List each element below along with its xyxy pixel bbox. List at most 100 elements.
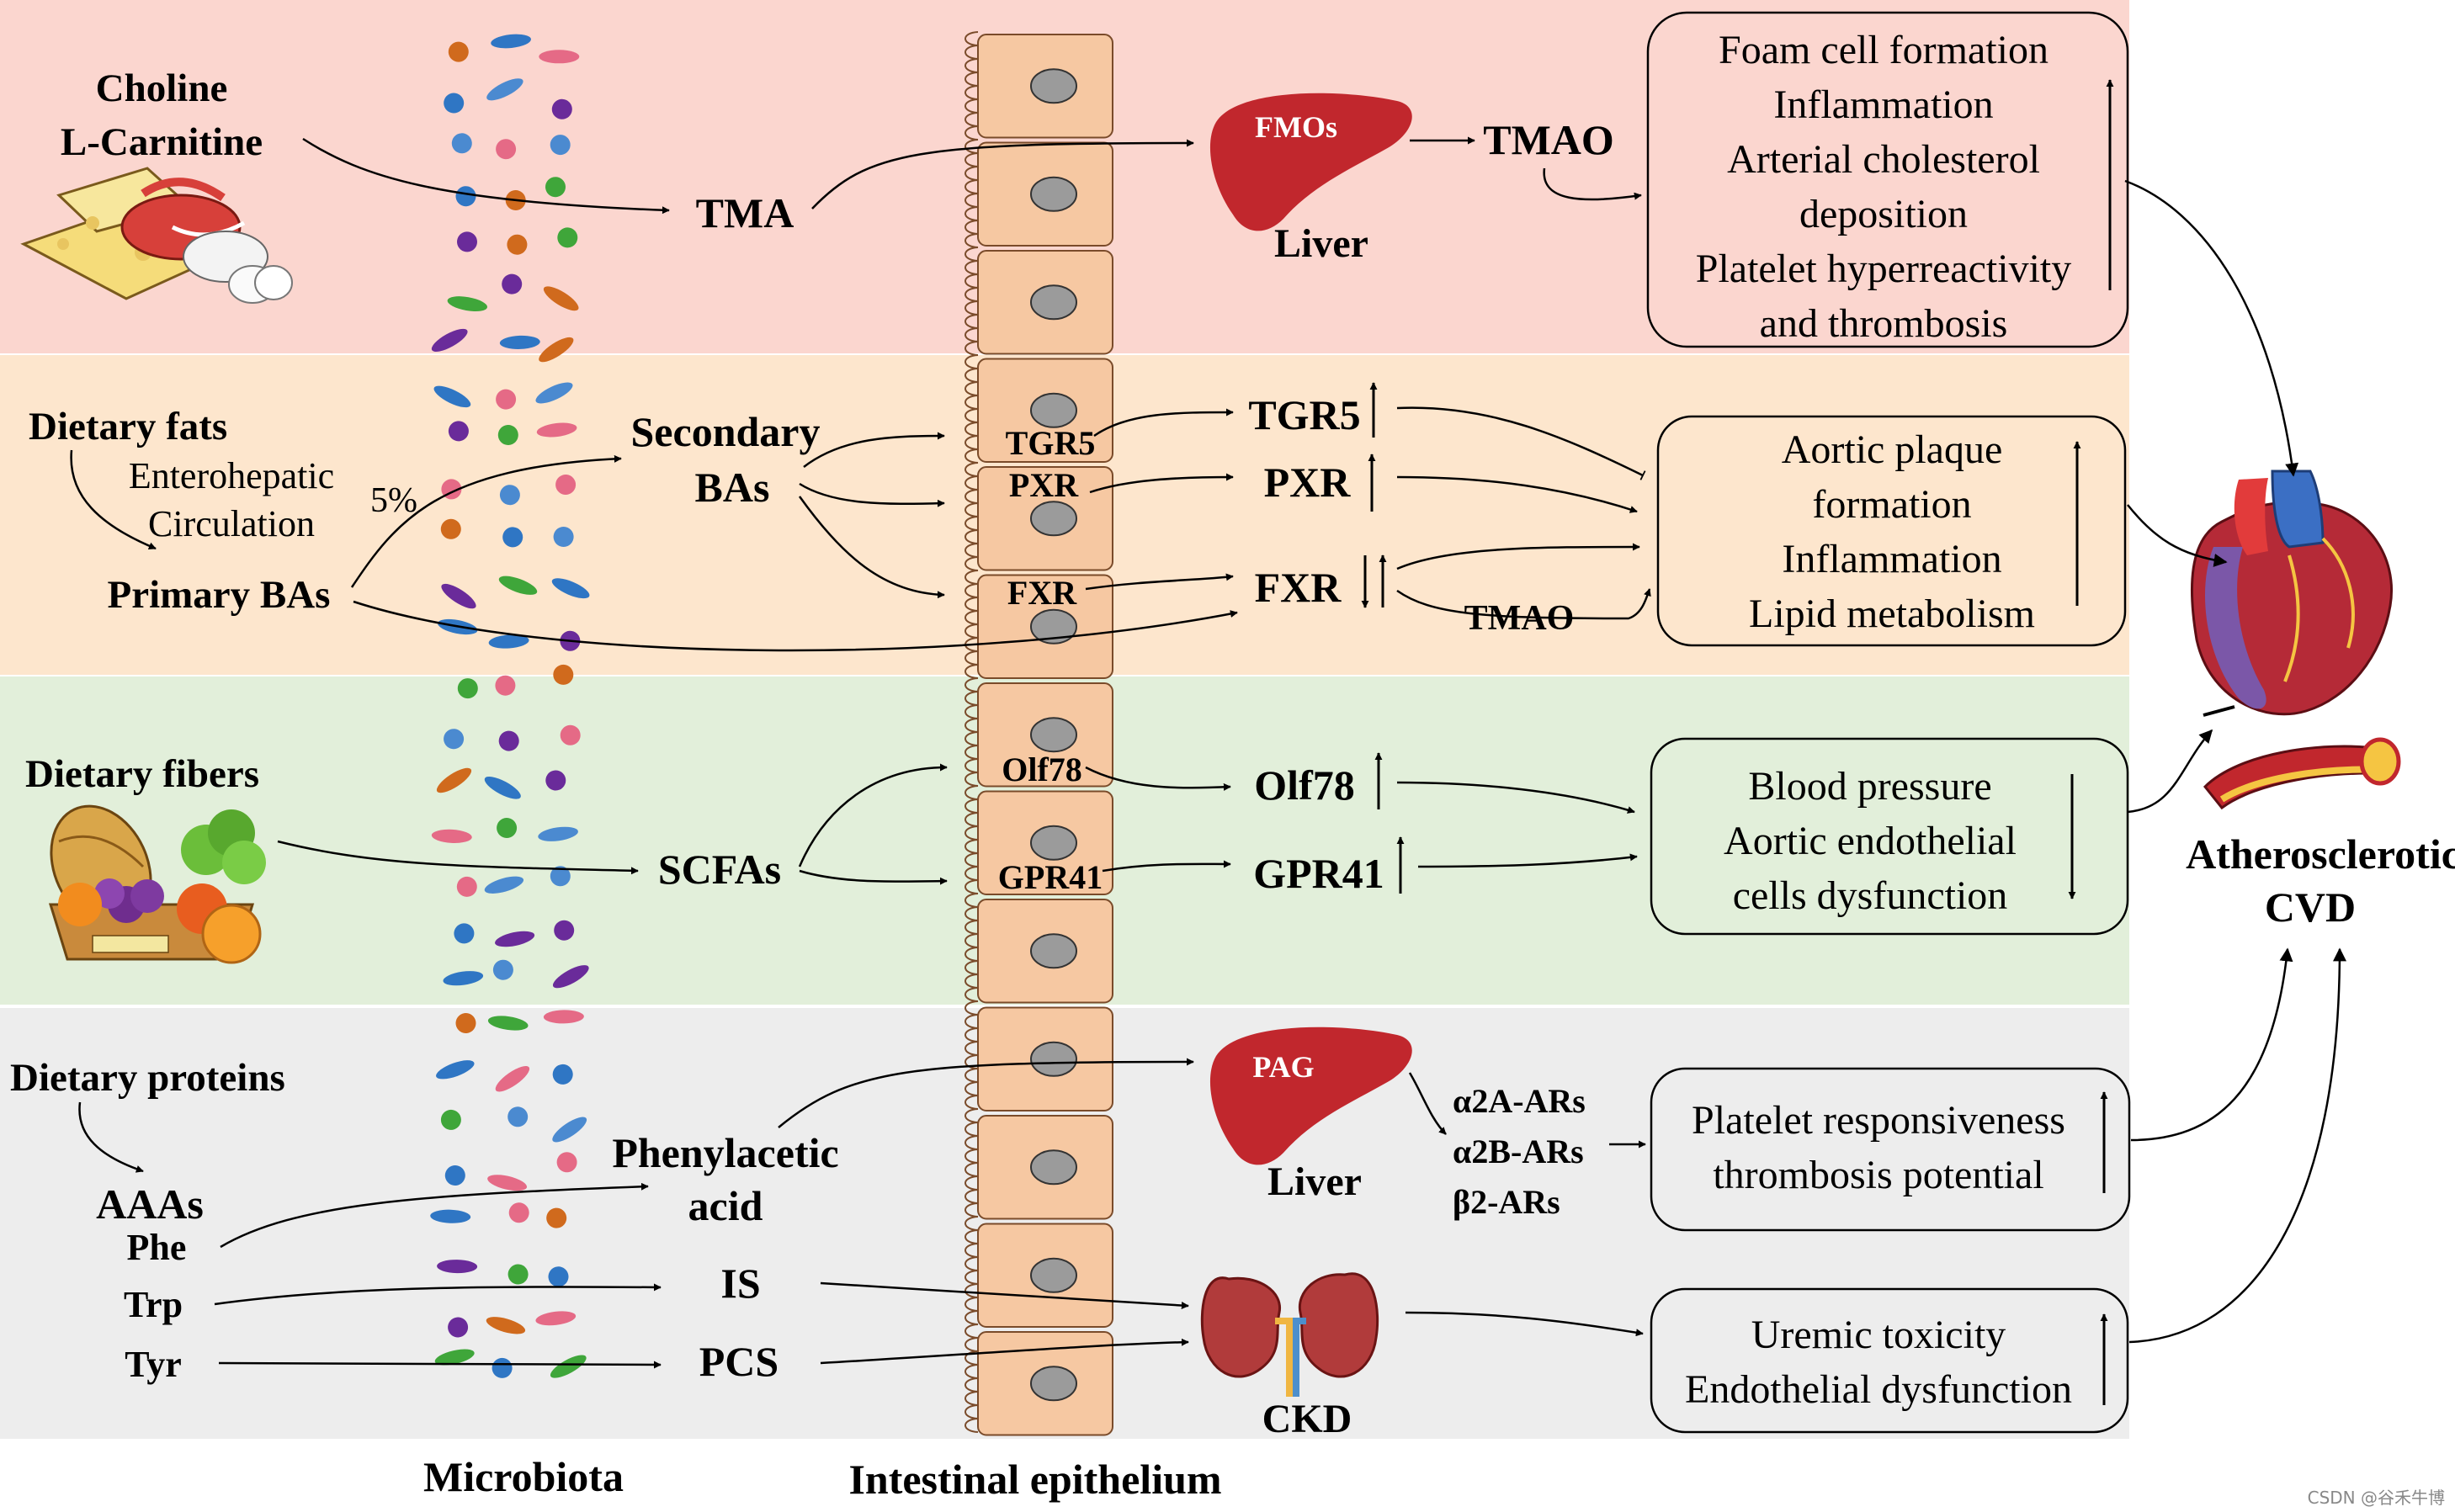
intestinal-epithelium-label: Intestinal epithelium [848,1456,1221,1503]
liver-label-bottom: Liver [1267,1159,1362,1204]
arrow-fxr-to-ba-effects [1396,543,1640,570]
effect-aortic-plaque: Aortic plaque [1782,427,2003,472]
effect-platelet-hyperreactivity: Platelet hyperreactivity [1696,247,2071,291]
secondary-bas-label-line1: Secondary [631,408,821,455]
arrow-scfas-to-gpr41 [799,869,948,885]
arrow-secondary-to-pxr [799,482,945,507]
microbiota-column [430,34,590,1378]
arrow-scfa-effects-to-cvd [2127,729,2213,814]
intestinal-epithelium [964,31,1113,1436]
dietary-fats-label: Dietary fats [29,405,227,448]
phe-label: Phe [127,1227,187,1268]
effect-platelet-responsiveness: Platelet responsiveness [1692,1098,2065,1143]
arrow-primary-to-fxr [353,600,1238,652]
secondary-bas-label-line2: BAs [695,464,770,511]
outcome-line2: CVD [2265,883,2356,931]
tgr5-cell-label: TGR5 [1006,424,1096,462]
heart-icon [2190,470,2393,716]
circulation-label: Circulation [148,503,315,544]
effect-thrombosis-potential: thrombosis potential [1713,1153,2043,1197]
arrow-fxr-cell-to-receptor [1085,573,1234,591]
effect-deposition: deposition [1799,192,1968,236]
arrow-liver-to-receptors [1408,1072,1447,1135]
effect-inflammation-ba: Inflammation [1782,537,2001,581]
inhibit-bar-artery [2203,705,2235,717]
arrow-tmao-effects-to-cvd [2124,179,2299,477]
fruit-vegetable-basket-illustration [48,804,266,964]
artery-plaque-icon [2203,737,2401,810]
effect-lipid-metabolism: Lipid metabolism [1749,592,2035,636]
receptor-a2b-ars: α2B-ARs [1453,1133,1584,1170]
liver-pag [1209,1027,1412,1165]
effect-uremic-toxicity: Uremic toxicity [1751,1313,2006,1357]
trp-label: Trp [124,1284,183,1325]
dietary-fibers-label: Dietary fibers [25,752,259,796]
arrow-secondary-to-tgr5 [803,432,945,468]
effect-inflammation: Inflammation [1773,82,1993,127]
pag-label: PAG [1252,1050,1314,1084]
effect-formation: formation [1812,482,1971,527]
effect-blood-pressure: Blood pressure [1748,764,1991,809]
phenylacetic-acid-line1: Phenylacetic [612,1129,838,1176]
liver-fmos [1209,93,1412,231]
pxr-cell-label: PXR [1009,466,1079,504]
choline-label: Choline [96,66,228,110]
liver-label-top: Liver [1274,221,1368,266]
arrow-uremic-effects-to-cvd [2128,947,2346,1344]
arrow-is-to-kidney [820,1281,1189,1309]
fmos-label: FMOs [1255,110,1337,144]
arrow-tgr5-cell-to-receptor [1093,408,1234,438]
arrow-olf78-cell-to-receptor [1085,766,1231,791]
platelet-effects-box [1650,1067,2131,1232]
is-label: IS [720,1260,760,1307]
arrow-olf78-to-effects [1396,781,1635,814]
phenylacetic-acid-line2: acid [688,1182,763,1229]
receptor-a2a-ars: α2A-ARs [1453,1082,1586,1120]
arrow-fxr-to-tmao [1396,588,1651,620]
ba-effects-box [1656,415,2127,647]
inhibit-tgr5-to-ba-effects [1396,406,1646,480]
tmao-label-ba: TMAO [1464,599,1575,638]
five-percent-label: 5% [370,481,417,520]
arrow-tyr-to-pcs [218,1361,662,1369]
arrow-tmao-to-effects [1543,167,1642,201]
receptor-b2-ars: β2-ARs [1453,1183,1560,1221]
fxr-receptor-label: FXR [1255,564,1342,611]
effect-cells-dysfunction: cells dysfunction [1733,873,2008,918]
arrow-tma-to-liver [811,139,1194,210]
olf78-cell-label: Olf78 [1002,751,1082,788]
pcs-label: PCS [699,1338,778,1385]
arrow-fats-to-primary [70,449,157,550]
l-carnitine-label: L-Carnitine [61,120,263,164]
scfas-label: SCFAs [658,846,781,893]
pxr-receptor-label: PXR [1264,459,1352,506]
arrow-secondary-to-fxr [798,496,945,599]
outcome-line1: Atherosclerotic [2186,830,2455,878]
arrow-choline-to-tma [302,137,670,215]
arrow-trp-to-is [214,1283,662,1306]
uremic-effects-box [1650,1287,2129,1434]
arrow-gpr41-cell-to-receptor [1102,860,1231,873]
arrow-pxr-cell-to-receptor [1089,473,1234,494]
tma-label: TMA [696,189,794,236]
arrow-platelet-effects-to-cvd [2130,947,2293,1142]
arrow-proteins-to-aaas [78,1101,144,1173]
effect-thrombosis: and thrombosis [1760,301,2008,346]
arrow-pxr-to-ba-effects [1396,475,1638,513]
arrow-phe-to-phenylacetic [220,1182,649,1249]
scfa-effects-box [1650,737,2129,936]
arrow-pcs-to-kidney [820,1338,1189,1365]
gpr41-cell-label: GPR41 [998,858,1103,896]
effect-foam-cell: Foam cell formation [1719,28,2048,72]
ckd-label: CKD [1262,1397,1352,1441]
dietary-proteins-label: Dietary proteins [10,1056,285,1100]
fxr-cell-label: FXR [1007,574,1077,612]
arrow-kidney-to-uremic [1405,1311,1644,1337]
watermark: CSDN @谷禾牛博 [2308,1488,2445,1508]
arrow-phenylacetic-to-liver [778,1058,1194,1128]
tmao-label-top: TMAO [1483,116,1614,163]
food-choline-illustration [20,167,293,304]
arrow-ba-effects-to-cvd [2127,504,2228,567]
effect-endothelial-dysfunction: Endothelial dysfunction [1685,1367,2072,1412]
